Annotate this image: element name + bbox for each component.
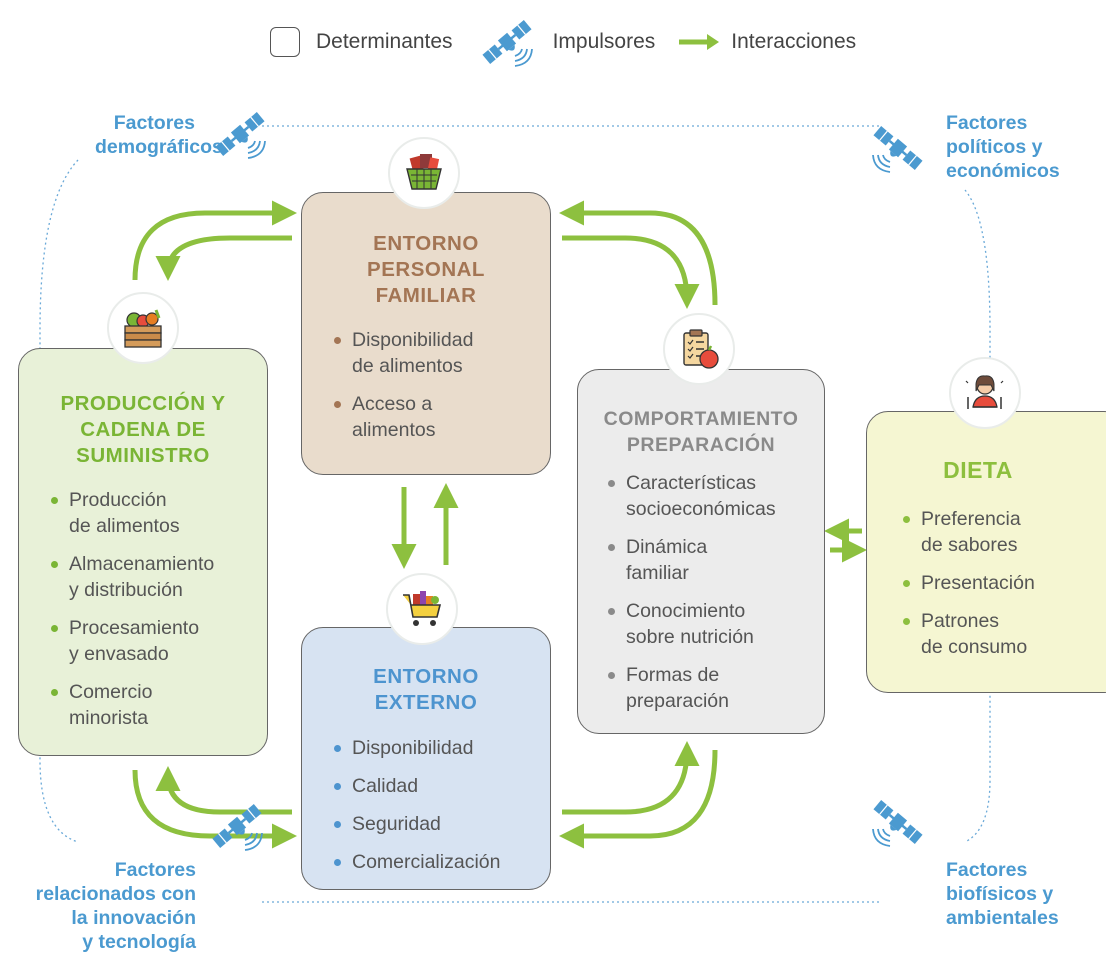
list-item: Acceso a alimentos xyxy=(334,391,473,443)
factor-line: la innovación xyxy=(71,907,196,929)
factor-line: relacionados con xyxy=(35,883,196,905)
title-line: ENTORNO xyxy=(373,665,479,688)
list-item: Preferencia de sabores xyxy=(903,506,1035,558)
box-dieta: DIETA Preferencia de sabores Presentació… xyxy=(866,411,1106,693)
list-item: Formas de preparación xyxy=(608,662,776,714)
box-produccion: PRODUCCIÓN Y CADENA DE SUMINISTRO Produc… xyxy=(18,348,268,756)
arrow-comportamiento-to-externo xyxy=(559,749,718,849)
person-eating-icon xyxy=(949,357,1021,429)
satellite-icon xyxy=(872,126,923,173)
box-produccion-title: PRODUCCIÓN Y CADENA DE SUMINISTRO xyxy=(19,391,267,469)
title-line: FAMILIAR xyxy=(375,284,477,307)
factor-line: y tecnología xyxy=(82,931,196,953)
title-line: PRODUCCIÓN Y xyxy=(60,392,226,415)
box-dieta-items: Preferencia de sabores Presentación Patr… xyxy=(903,506,1035,672)
list-item: Patrones de consumo xyxy=(903,608,1035,660)
title-line: PERSONAL xyxy=(367,258,485,281)
list-item: Disponibilidad de alimentos xyxy=(334,327,473,379)
factor-line: económicos xyxy=(946,160,1060,182)
list-item: Comercio minorista xyxy=(51,679,214,731)
title-line: SUMINISTRO xyxy=(76,444,210,467)
factor-politicos: Factores políticos y económicos xyxy=(946,111,1060,183)
list-item: Seguridad xyxy=(334,811,500,837)
box-comportamiento: COMPORTAMIENTO PREPARACIÓN Característic… xyxy=(577,369,825,734)
legend-interacciones-label: Interacciones xyxy=(731,30,857,53)
box-externo-title: ENTORNO EXTERNO xyxy=(302,664,550,716)
box-comportamiento-items: Características socioeconómicas Dinámica… xyxy=(608,470,776,726)
box-personal-items: Disponibilidad de alimentos Acceso a ali… xyxy=(334,327,473,455)
box-externo-items: Disponibilidad Calidad Seguridad Comerci… xyxy=(334,735,500,887)
arrow-produccion-to-externo xyxy=(132,769,297,849)
legend: Determinantes Impulsores Interacciones xyxy=(270,20,857,67)
impulsores-dotted-frame xyxy=(39,125,991,903)
legend-determinantes-label: Determinantes xyxy=(316,30,453,53)
factor-line: ambientales xyxy=(946,907,1059,929)
factor-line: biofísicos y xyxy=(946,883,1054,905)
list-item: Calidad xyxy=(334,773,500,799)
box-dieta-title: DIETA xyxy=(867,457,1089,483)
factor-innovacion: Factores relacionados con la innovación … xyxy=(4,858,196,954)
list-item: Presentación xyxy=(903,570,1035,596)
satellite-icon xyxy=(872,800,923,847)
list-item: Características socioeconómicas xyxy=(608,470,776,522)
satellite-icon xyxy=(212,804,263,851)
list-item: Dinámica familiar xyxy=(608,534,776,586)
list-item: Comercialización xyxy=(334,849,500,875)
factor-line: demográficos xyxy=(95,136,223,158)
title-line: ENTORNO xyxy=(373,232,479,255)
title-line: PREPARACIÓN xyxy=(626,434,776,456)
title-line: DIETA xyxy=(943,457,1013,483)
shopping-basket-icon xyxy=(388,137,460,209)
factor-line: Factores xyxy=(113,112,195,134)
arrow-produccion-to-personal xyxy=(132,200,297,281)
factor-demograficos: Factores demográficos xyxy=(95,111,223,159)
factor-biofisicos: Factores biofísicos y ambientales xyxy=(946,858,1059,930)
shopping-cart-icon xyxy=(386,573,458,645)
list-item: Disponibilidad xyxy=(334,735,500,761)
arrow-right-icon xyxy=(679,34,720,50)
clipboard-apple-icon xyxy=(663,313,735,385)
title-line: CADENA DE xyxy=(80,418,206,441)
arrow-personal-to-comportamiento xyxy=(562,235,700,309)
interaction-arrows xyxy=(132,200,867,849)
arrow-personal-to-produccion xyxy=(155,235,292,281)
arrow-externo-to-produccion xyxy=(155,766,292,815)
list-item: Almacenamiento y distribución xyxy=(51,551,214,603)
factor-line: Factores xyxy=(946,859,1028,881)
list-item: Procesamiento y envasado xyxy=(51,615,214,667)
box-personal-title: ENTORNO PERSONAL FAMILIAR xyxy=(302,231,550,309)
box-externo: ENTORNO EXTERNO Disponibilidad Calidad S… xyxy=(301,627,551,890)
title-line: EXTERNO xyxy=(374,691,478,714)
determinantes-swatch xyxy=(270,27,300,57)
factor-line: Factores xyxy=(946,112,1028,134)
list-item: Producción de alimentos xyxy=(51,487,214,539)
arrow-comportamiento-to-personal xyxy=(559,200,718,306)
satellite-icon xyxy=(215,112,266,159)
factor-line: Factores xyxy=(114,859,196,881)
legend-impulsores-label: Impulsores xyxy=(552,30,656,53)
factor-line: políticos y xyxy=(946,136,1043,158)
title-line: COMPORTAMIENTO xyxy=(603,408,799,430)
list-item: Conocimiento sobre nutrición xyxy=(608,598,776,650)
box-produccion-items: Producción de alimentos Almacenamiento y… xyxy=(51,487,214,743)
vegetable-crate-icon xyxy=(107,292,179,364)
box-personal: ENTORNO PERSONAL FAMILIAR Disponibilidad… xyxy=(301,192,551,475)
arrow-externo-to-comportamiento xyxy=(562,741,700,815)
box-comportamiento-title: COMPORTAMIENTO PREPARACIÓN xyxy=(578,406,824,458)
satellite-icon xyxy=(482,20,533,67)
